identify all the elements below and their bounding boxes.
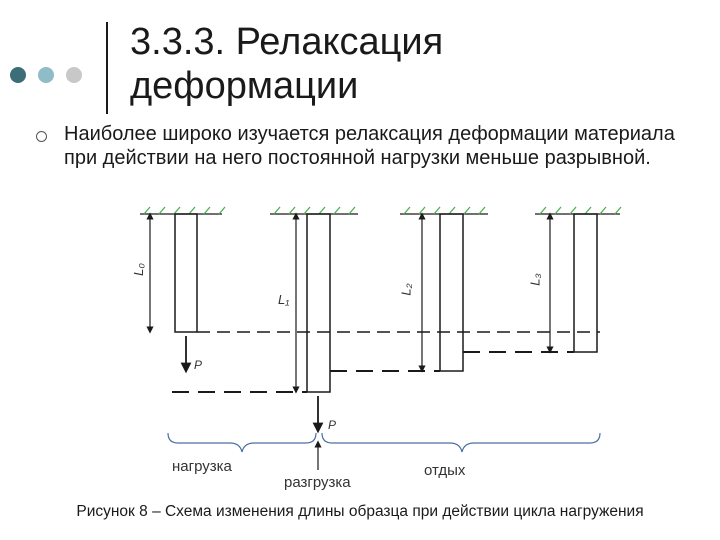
hatch-tick: [333, 206, 341, 215]
hatch-tick: [143, 206, 151, 215]
reference-lines: [172, 331, 600, 393]
dot-dark: [10, 67, 26, 83]
hatch-tick: [318, 206, 326, 215]
force-label-1: P: [194, 358, 203, 372]
hatch-tick: [273, 206, 281, 215]
dimension-arrows: [146, 212, 554, 470]
hatch-tick: [433, 206, 441, 215]
title-divider: [106, 22, 108, 114]
phase-unloading: разгрузка: [284, 474, 351, 491]
brace-rest: [321, 432, 601, 453]
title-line-2: деформации: [130, 65, 359, 107]
phase-braces: [167, 432, 601, 453]
hatch-tick: [478, 206, 486, 215]
hatch-tick: [539, 206, 547, 215]
hatch-tick: [584, 206, 592, 215]
phase-rest: отдых: [424, 462, 466, 479]
dot-mid: [38, 67, 54, 83]
brace-loading: [167, 432, 317, 453]
hatch-tick: [218, 206, 226, 215]
hatch-tick: [288, 206, 296, 215]
figure-caption: Рисунок 8 – Схема изменения длины образц…: [76, 503, 644, 520]
hatch-tick: [403, 206, 411, 215]
label-l2: L₂: [398, 283, 414, 296]
force-label-2: P: [328, 418, 337, 432]
hatch-tick: [614, 206, 622, 215]
label-l0: L₀: [130, 263, 146, 276]
decorative-dots: [10, 67, 82, 83]
label-l3: L₃: [527, 273, 543, 286]
hatch-tick: [569, 206, 577, 215]
title-line-1: 3.3.3. Релаксация: [130, 21, 444, 63]
phase-loading: нагрузка: [172, 458, 232, 475]
hatch-tick: [599, 206, 607, 215]
hatch-tick: [463, 206, 471, 215]
hatch-tick: [203, 206, 211, 215]
hatch-tick: [418, 206, 426, 215]
ceiling-hatches: [143, 206, 622, 215]
specimen-3: [573, 213, 598, 353]
hatch-tick: [448, 206, 456, 215]
hatch-tick: [173, 206, 181, 215]
slide-title: 3.3.3. Релаксация деформации: [130, 20, 690, 108]
dot-light: [66, 67, 82, 83]
hatch-tick: [554, 206, 562, 215]
specimen-0: [174, 213, 198, 333]
specimen-1: [306, 213, 331, 393]
specimen-2: [439, 213, 464, 372]
hatch-tick: [188, 206, 196, 215]
hatch-tick: [348, 206, 356, 215]
bullet-text: Наиболее широко изучается релаксация деф…: [64, 123, 675, 169]
specimens: [174, 213, 598, 393]
bullet-icon: [36, 131, 47, 142]
label-l1: L₁: [278, 292, 290, 307]
hatch-tick: [303, 206, 311, 215]
hatch-tick: [158, 206, 166, 215]
